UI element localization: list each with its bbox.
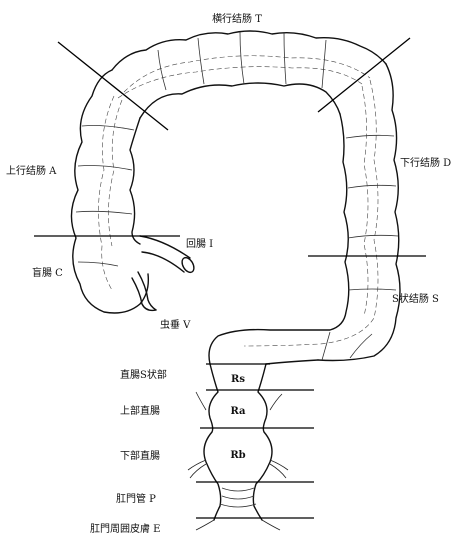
label-appendix: 虫垂 V [160,319,191,331]
boundary-splenic-flexure [318,38,410,112]
segment-code-rb: Rb [230,450,245,461]
boundary-hepatic-flexure [58,42,168,130]
labels: 横行结肠 T 上行结肠 A 下行结肠 D 回腸 I 盲腸 C 虫垂 V S状结肠… [6,12,451,534]
boundary-lines [34,38,426,518]
colon-outline [71,31,400,364]
label-anal-canal: 肛門管 P [116,492,156,505]
haustra [76,32,398,360]
label-perianal-skin: 肛門周囲皮膚 E [90,522,160,534]
label-lower-rectum: 下部直腸 [120,449,160,462]
label-cecum: 盲腸 C [32,266,63,279]
label-transverse-colon: 横行结肠 T [212,12,262,25]
label-upper-rectum: 上部直腸 [120,404,160,417]
rectum-outline [188,364,288,530]
label-descending-colon: 下行结肠 D [400,156,451,169]
segment-code-rs: Rs [231,374,245,385]
segment-code-ra: Ra [230,406,246,417]
label-ileum: 回腸 I [186,238,213,250]
label-sigmoid-colon: S状结肠 S [392,292,439,305]
label-rectosigmoid: 直腸S状部 [120,368,167,381]
label-ascending-colon: 上行结肠 A [6,164,57,177]
